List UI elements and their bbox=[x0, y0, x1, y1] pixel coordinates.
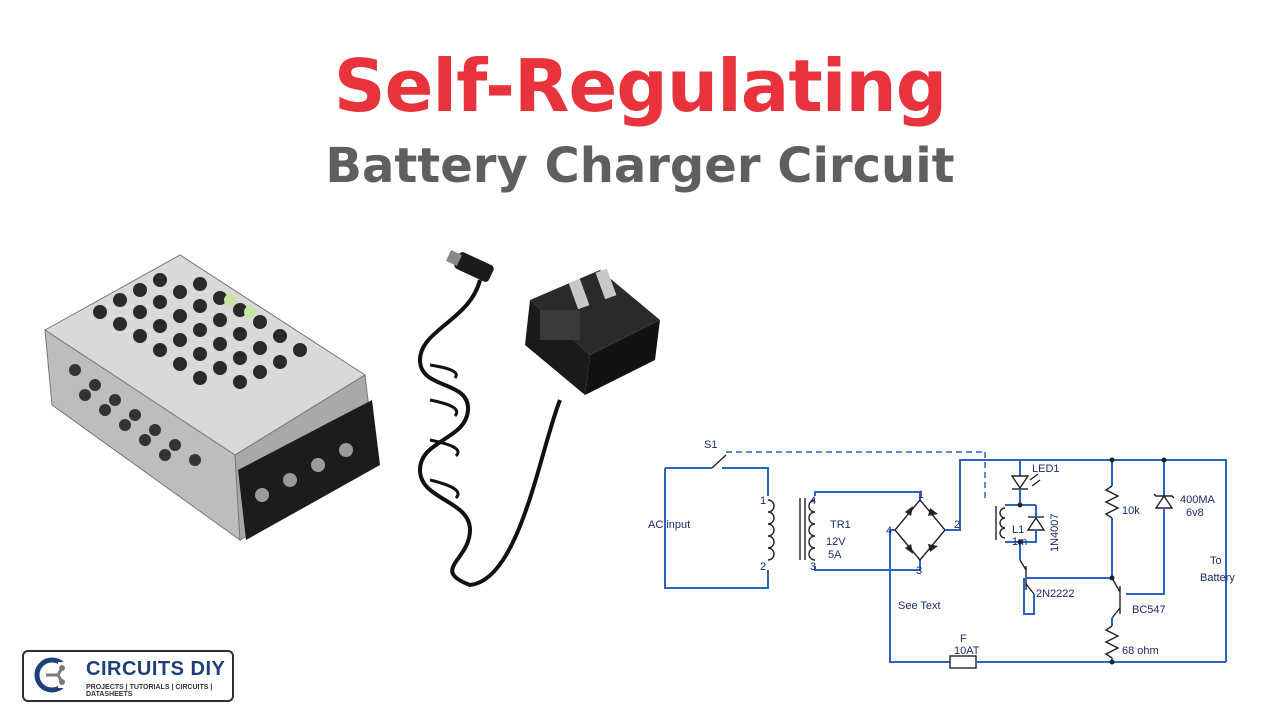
label-pin-b3: 3 bbox=[810, 561, 816, 573]
label-fuse-value: 10AT bbox=[954, 645, 980, 657]
label-s1: S1 bbox=[704, 439, 717, 451]
label-l1-value: 1m bbox=[1012, 536, 1027, 548]
page-title: Self-Regulating bbox=[333, 44, 948, 128]
page-subtitle: Battery Charger Circuit bbox=[325, 138, 955, 194]
logo-tagline: PROJECTS | TUTORIALS | CIRCUITS | DATASH… bbox=[86, 684, 213, 698]
label-400ma: 400MA bbox=[1180, 494, 1216, 506]
label-pin-1a: 1 bbox=[760, 495, 766, 507]
schematic: S1 AC input 1 2 4 3 TR1 12V 5A 4 3 2 1 S… bbox=[648, 439, 1235, 669]
label-tr1: TR1 bbox=[830, 519, 851, 531]
brand-logo: CIRCUITS DIY PROJECTS | TUTORIALS | CIRC… bbox=[22, 650, 234, 702]
label-ac-input: AC input bbox=[648, 519, 690, 531]
label-see-text: See Text bbox=[898, 600, 941, 612]
label-led1: LED1 bbox=[1032, 463, 1060, 475]
label-2n2222: 2N2222 bbox=[1036, 588, 1075, 600]
label-pin-2a: 2 bbox=[760, 561, 766, 573]
label-pin-3: 3 bbox=[916, 565, 922, 577]
label-to: To bbox=[1210, 555, 1222, 567]
logo-name: CIRCUITS DIY bbox=[86, 658, 226, 680]
label-6v8: 6v8 bbox=[1186, 507, 1204, 519]
label-l1: L1 bbox=[1012, 524, 1024, 536]
label-1n4007: 1N4007 bbox=[1049, 513, 1061, 552]
label-10k: 10k bbox=[1122, 505, 1140, 517]
label-pin-b2: 2 bbox=[954, 519, 960, 531]
psu-illustration bbox=[44, 254, 380, 542]
label-fuse: F bbox=[960, 633, 967, 645]
label-battery: Battery bbox=[1200, 572, 1235, 584]
adapter-illustration bbox=[417, 250, 660, 588]
label-pin-4: 4 bbox=[886, 525, 892, 537]
label-pin-b1: 1 bbox=[918, 489, 924, 501]
label-tr1-voltage: 12V bbox=[826, 536, 846, 548]
label-tr1-current: 5A bbox=[828, 549, 842, 561]
label-bc547: BC547 bbox=[1132, 604, 1166, 616]
label-68-ohm: 68 ohm bbox=[1122, 645, 1159, 657]
label-pin-b4: 4 bbox=[810, 495, 816, 507]
circuit-logo-icon bbox=[34, 657, 72, 693]
